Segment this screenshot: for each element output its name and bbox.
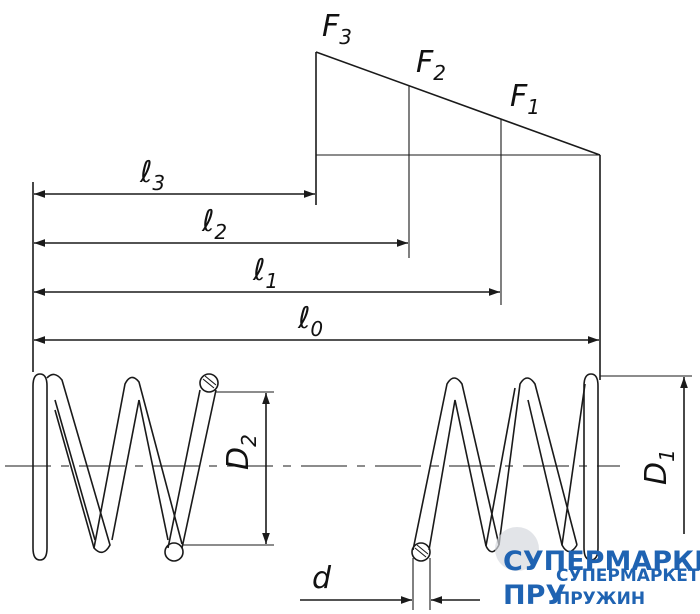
label-d: d <box>312 561 332 596</box>
wire-section-top-left <box>199 373 219 393</box>
d-dimension <box>300 558 480 610</box>
spring-left <box>32 373 219 562</box>
label-f2: F2 <box>416 45 446 85</box>
watermark-line-1: СУПЕРМАРКЕТ <box>503 546 700 577</box>
label-l3: ℓ3 <box>139 155 165 195</box>
wire-hatch-3 <box>414 547 427 558</box>
wire-hatch-4 <box>416 544 429 555</box>
label-f3: F3 <box>322 9 352 49</box>
length-dimensions <box>34 190 599 344</box>
coil-strand-4 <box>412 377 500 551</box>
coil-strand-6 <box>561 383 586 546</box>
coil-strand-5-back <box>485 387 516 547</box>
coil-strand-3-inner <box>138 399 169 541</box>
coil-strand-1 <box>46 373 111 554</box>
d1-dimension <box>600 375 692 534</box>
label-l1: ℓ1 <box>252 253 278 293</box>
force-diagram <box>315 51 601 380</box>
label-d1: D1 <box>639 449 679 485</box>
watermark-logo-bottom: ПРУЖИН <box>556 589 645 609</box>
wire-hatch-1 <box>202 378 215 389</box>
coil-strand-5 <box>498 377 578 546</box>
label-d2: D2 <box>221 434 261 470</box>
label-l0: ℓ0 <box>297 301 323 341</box>
coil-strand-3 <box>167 389 217 549</box>
coil-strand-1-inner <box>54 399 96 541</box>
wire-section-bottom-right <box>411 542 431 562</box>
watermark-logo-top: СУПЕРМАРКЕТ <box>556 566 700 586</box>
spring-right <box>411 373 599 562</box>
watermark-line-2: ПРУ <box>503 580 566 611</box>
force-slope-line <box>315 51 601 156</box>
watermark: СУПЕРМАРКЕТ ПРУ СУПЕРМАРКЕТ ПРУЖИН <box>495 527 700 611</box>
wire-section-bottom-left <box>164 542 184 562</box>
label-l2: ℓ2 <box>201 204 227 244</box>
watermark-logo-mark <box>495 527 539 571</box>
coil-strand-2-inner <box>111 399 140 541</box>
coil-strand-4-inner <box>428 399 487 551</box>
wire-hatch-2 <box>204 375 217 386</box>
right-end-coil <box>583 373 599 561</box>
coil-strand-5-inner <box>527 399 578 553</box>
label-f1: F1 <box>510 79 540 119</box>
d2-dimension <box>182 391 274 546</box>
left-end-coil <box>32 373 48 561</box>
coil-strand-2 <box>93 376 183 549</box>
